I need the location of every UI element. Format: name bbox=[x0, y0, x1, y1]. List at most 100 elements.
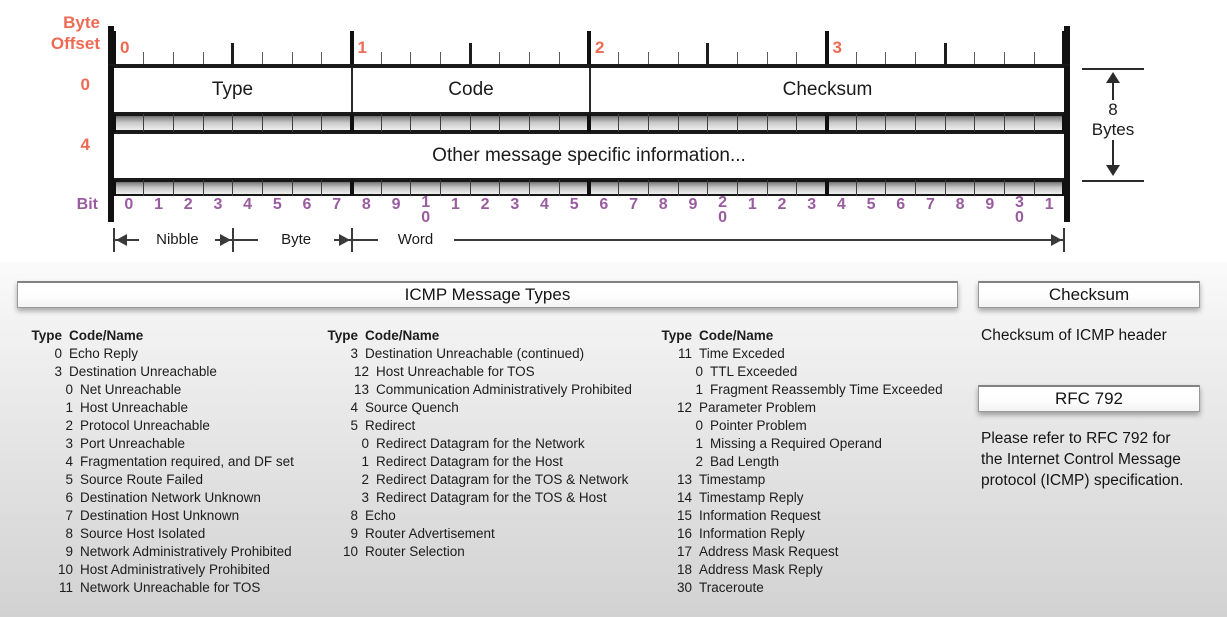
bit-ruler-tick bbox=[766, 114, 768, 132]
table-cell-name: Time Exceded bbox=[699, 346, 785, 361]
table-cell-name: Router Selection bbox=[365, 544, 465, 559]
lower-panel-background bbox=[0, 262, 1227, 617]
table-cell-type: 1 bbox=[695, 436, 703, 451]
top-ruler-tick bbox=[587, 31, 591, 65]
bit-ruler-tick bbox=[766, 180, 768, 196]
table-cell-name: Timestamp bbox=[699, 472, 766, 487]
table-cell-type: 3 bbox=[350, 346, 358, 361]
bit-axis-title: Bit bbox=[76, 196, 98, 213]
bit-ruler-tick bbox=[172, 114, 174, 132]
top-ruler-tick bbox=[380, 52, 382, 65]
bit-ruler-tick bbox=[558, 180, 560, 196]
table-cell-type: 15 bbox=[676, 508, 692, 523]
top-ruler-tick bbox=[172, 52, 174, 65]
top-ruler-tick bbox=[231, 43, 235, 65]
bit-ruler-tick bbox=[202, 180, 204, 196]
table-header-code-name: Code/Name bbox=[365, 328, 440, 343]
size-bracket-bottom-rule bbox=[1082, 180, 1144, 182]
byte-offset-axis-title: Byte Offset bbox=[8, 12, 100, 54]
bit-ruler-tick bbox=[291, 114, 293, 132]
span-boundary-tick bbox=[1063, 228, 1065, 252]
bit-ruler-tick bbox=[232, 180, 234, 196]
bit-ruler-tick bbox=[824, 114, 829, 132]
table-cell-type: 10 bbox=[57, 562, 73, 577]
size-unit: Bytes bbox=[1091, 120, 1135, 139]
size-bracket-arrow-up bbox=[1106, 72, 1120, 83]
bit-ruler-tick bbox=[410, 114, 412, 132]
byte-offset-title-line2: Offset bbox=[50, 34, 100, 53]
bit-ruler-tick bbox=[499, 180, 501, 196]
bit-ruler-tick bbox=[736, 114, 738, 132]
bit-ruler-tick bbox=[349, 114, 354, 132]
table-cell-type: 12 bbox=[676, 400, 692, 415]
top-ruler-tick bbox=[885, 52, 887, 65]
table-cell-type: 0 bbox=[695, 364, 703, 379]
table-cell-name: Destination Network Unknown bbox=[80, 490, 261, 505]
span-arrow-right bbox=[338, 234, 350, 246]
bit-ruler-tick bbox=[915, 180, 917, 196]
field-sep-2 bbox=[589, 68, 591, 112]
bit-number: 4 bbox=[243, 196, 253, 213]
bit-ruler-tick bbox=[587, 180, 591, 196]
table-header-type: Type bbox=[661, 328, 692, 343]
bit-number: 3 bbox=[807, 196, 817, 213]
bit-ruler-tick bbox=[321, 180, 323, 196]
table-cell-type: 0 bbox=[695, 418, 703, 433]
field-checksum: Checksum bbox=[782, 79, 873, 100]
table-cell-type: 11 bbox=[677, 346, 692, 361]
bit-number: 7 bbox=[629, 196, 638, 213]
bit-number: 1 bbox=[154, 196, 163, 213]
bit-number: 5 bbox=[272, 196, 282, 213]
table-header-type: Type bbox=[31, 328, 62, 343]
bit-ruler-tick bbox=[587, 114, 591, 132]
table-cell-type: 6 bbox=[65, 490, 73, 505]
field-code: Code bbox=[448, 79, 494, 100]
bit-number: 8 bbox=[658, 196, 668, 213]
table-cell-name: Parameter Problem bbox=[699, 400, 817, 415]
bottom-ruler-ticks bbox=[112, 180, 1066, 196]
top-ruler-tick bbox=[677, 52, 679, 65]
table-cell-name: Source Host Isolated bbox=[80, 526, 206, 541]
table-cell-type: 14 bbox=[676, 490, 692, 505]
bit-ruler-tick bbox=[143, 114, 145, 132]
byte-offset-number: 3 bbox=[832, 38, 842, 57]
bit-number: 6 bbox=[302, 196, 312, 213]
bit-ruler-tick bbox=[291, 180, 293, 196]
bit-number: 9 bbox=[688, 196, 698, 213]
bit-ruler-tick bbox=[855, 180, 857, 196]
bit-ruler-tick bbox=[232, 114, 234, 132]
table-cell-type: 17 bbox=[676, 544, 692, 559]
top-ruler-baseline bbox=[108, 64, 1070, 66]
byte-offset-number: 0 bbox=[120, 38, 130, 57]
top-ruler-tick bbox=[796, 52, 798, 65]
byte-offset-title-line1: Byte bbox=[63, 13, 100, 32]
checksum-title-bar: Checksum bbox=[978, 281, 1200, 308]
top-ruler-tick bbox=[974, 52, 976, 65]
diagram-left-rail bbox=[108, 26, 114, 222]
bit-number: 1 bbox=[1044, 196, 1054, 213]
bit-ruler-tick bbox=[529, 114, 531, 132]
table-cell-name: Destination Unreachable bbox=[69, 364, 217, 379]
table-cell-name: Protocol Unreachable bbox=[80, 418, 210, 433]
bit-number: 3 bbox=[213, 196, 223, 213]
table-cell-name: Information Request bbox=[699, 508, 821, 523]
table-cell-type: 8 bbox=[350, 508, 358, 523]
top-ruler-tick bbox=[202, 52, 204, 65]
top-ruler-tick bbox=[618, 52, 620, 65]
table-cell-name: Bad Length bbox=[710, 454, 780, 469]
